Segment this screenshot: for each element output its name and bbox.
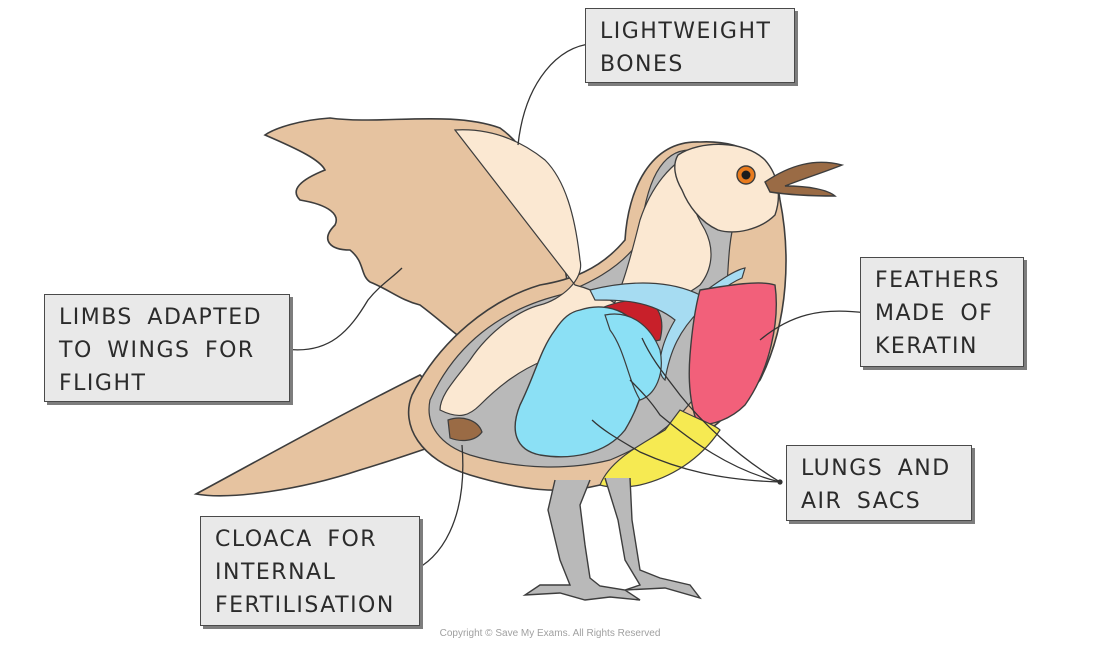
bird-legs [522,477,702,601]
label-line: CLOACA FOR [215,527,378,552]
label-line: KERATIN [875,334,978,359]
label-feathers-keratin: FEATHERS MADE OF KERATIN [860,257,1024,367]
leader-cloaca [411,444,464,572]
belly-feathers [599,409,721,488]
copyright-notice: Copyright © Save My Exams. All Rights Re… [439,628,661,639]
label-line: BONES [600,52,684,77]
air-sac [604,313,662,401]
bird-head [674,143,780,233]
label-line: TO WINGS FOR [59,338,255,363]
label-line: FERTILISATION [215,593,395,618]
label-line: LIGHTWEIGHT [600,19,772,44]
bird-pupil [741,170,751,180]
leader-lines [284,43,867,572]
label-line: LUNGS AND [801,456,951,481]
leader-lungs-3 [641,337,781,483]
label-limbs-adapted-to-wings: LIMBS ADAPTED TO WINGS FOR FLIGHT [44,294,290,402]
leader-wings [284,267,403,351]
label-line: INTERNAL [215,560,337,585]
label-line: MADE OF [875,301,994,326]
cloaca [447,417,483,442]
label-lungs-air-sacs: LUNGS AND AIR SACS [786,445,972,521]
label-line: FEATHERS [875,268,1001,293]
label-line: LIMBS ADAPTED [59,305,263,330]
label-line: FLIGHT [59,371,147,396]
bird-beak [764,161,845,197]
leader-bones [517,43,592,146]
label-line: AIR SACS [801,489,922,514]
leader-lungs-1 [591,419,781,483]
dot-lungs [777,479,783,485]
leader-lungs-2 [629,379,781,483]
leader-feathers [759,310,867,341]
chest-feathers [688,282,777,426]
label-cloaca-fertilisation: CLOACA FOR INTERNAL FERTILISATION [200,516,420,626]
label-lightweight-bones: LIGHTWEIGHT BONES [585,8,795,83]
